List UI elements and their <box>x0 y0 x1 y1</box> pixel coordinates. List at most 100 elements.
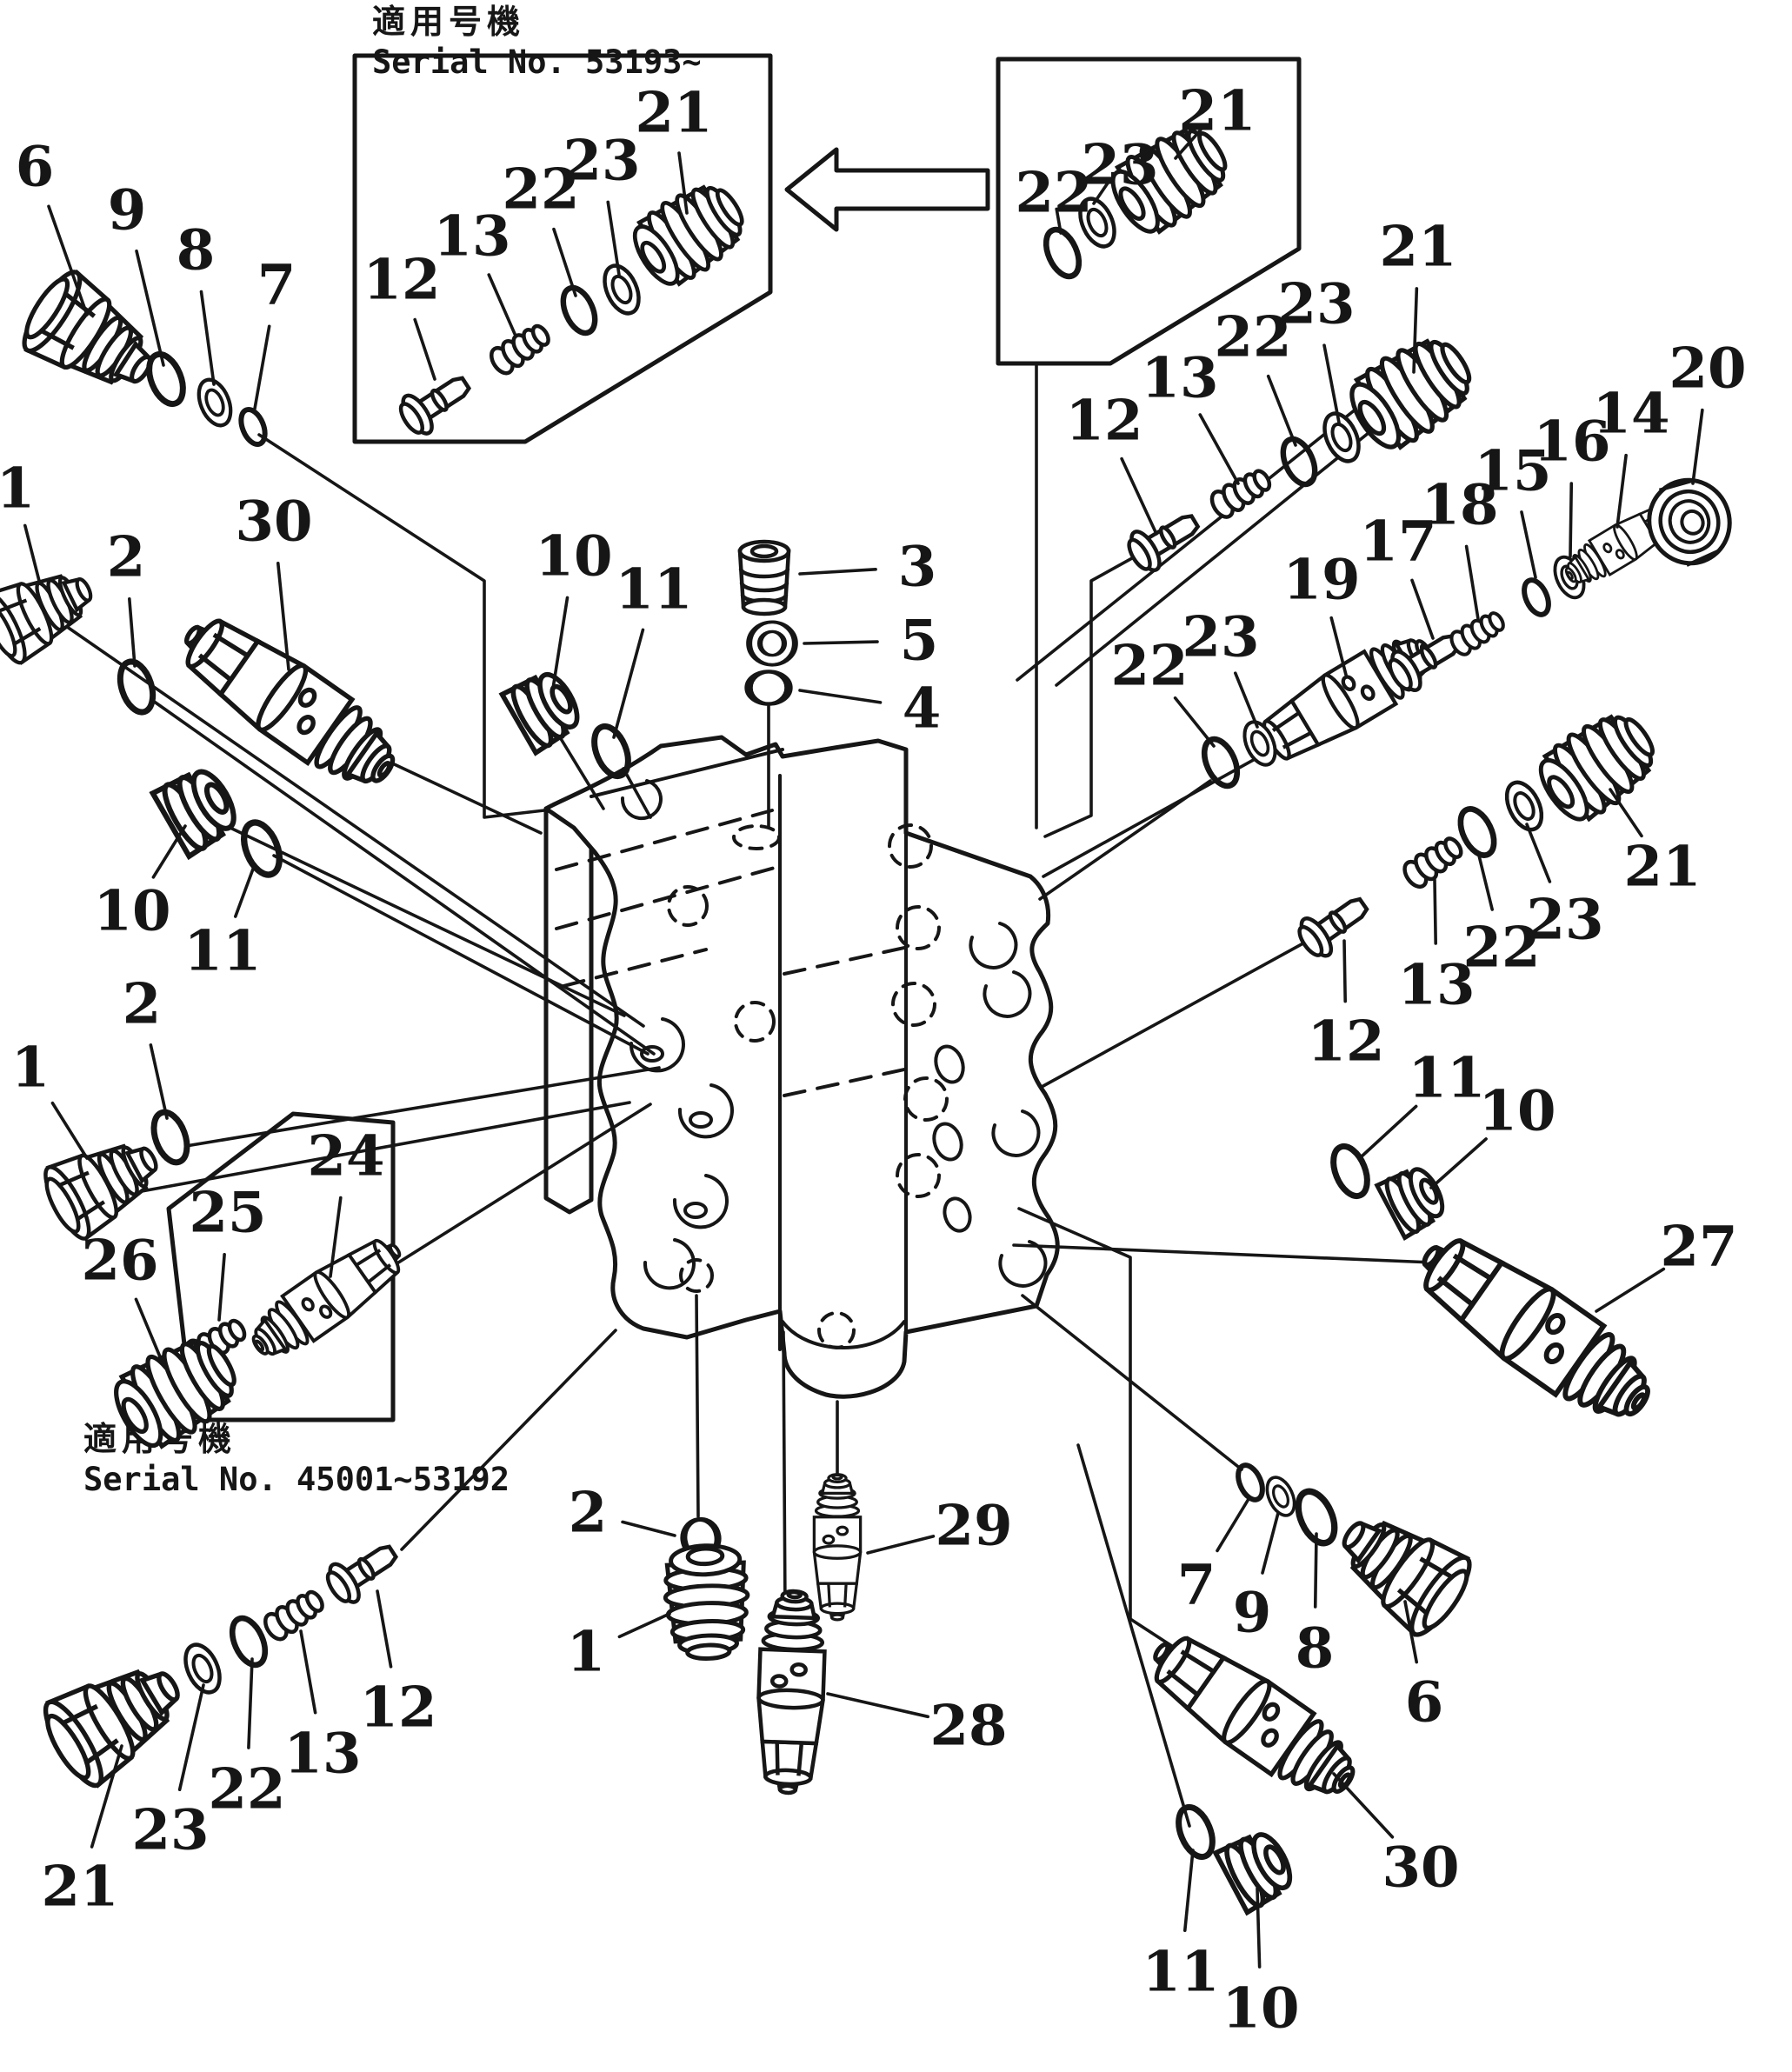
part-valve <box>812 1473 863 1622</box>
callout-leader <box>134 1297 165 1367</box>
part-plug-hex <box>35 1642 199 1794</box>
callout-leader <box>1525 823 1552 883</box>
valve-body <box>543 735 1060 1399</box>
callout-label: 9 <box>1233 1581 1272 1646</box>
callout-leader <box>1198 413 1240 485</box>
callout-leader <box>1476 850 1494 911</box>
assembly-leader-line <box>782 1330 787 1614</box>
callout-label: 2 <box>123 972 162 1037</box>
part-washer <box>598 261 646 319</box>
callout-label: 12 <box>363 248 440 313</box>
assembly-leader-line <box>622 767 652 819</box>
callout-leader <box>1615 453 1628 529</box>
part-valve <box>1137 1620 1369 1814</box>
callout-leader <box>617 1612 671 1639</box>
callout-leader <box>1609 788 1643 838</box>
callout-label: 21 <box>41 1855 118 1920</box>
callout-leader <box>47 204 89 316</box>
callout-label: 10 <box>1478 1079 1556 1144</box>
callout-leader <box>199 290 216 386</box>
assembly-leader-line <box>272 854 650 1056</box>
body-port-hooks-left <box>620 779 734 1290</box>
part-oring <box>115 657 159 716</box>
serial-note-new-jp: 適用号機 <box>372 3 525 41</box>
callout-leader <box>1412 287 1419 374</box>
assembly-lines-layer <box>59 363 1435 1828</box>
part-plug-hex <box>14 264 171 411</box>
inset-box-right <box>996 57 1302 366</box>
callout-label: 20 <box>1669 336 1746 402</box>
part-oring <box>1040 224 1086 281</box>
part-screw <box>1292 886 1376 963</box>
callout-label: 21 <box>1178 79 1256 144</box>
callout-leader <box>1569 482 1574 558</box>
part-oring <box>588 722 635 781</box>
part-oring-small <box>236 406 270 448</box>
callout-leader <box>1120 456 1158 536</box>
callout-label: 30 <box>1382 1835 1459 1901</box>
body-bottom-bulge <box>781 1320 906 1349</box>
assembly-leader-line <box>556 731 605 810</box>
assembly-leader-line <box>372 753 543 835</box>
callout-label: 15 <box>1474 439 1551 504</box>
assembly-leader-line <box>214 819 626 1017</box>
callout-leader <box>233 863 256 918</box>
callout-label: 23 <box>1277 272 1355 337</box>
assembly-leader-line <box>1021 1294 1243 1471</box>
body-ports-right <box>932 922 1048 1288</box>
callout-label: 14 <box>1592 382 1669 447</box>
callout-label: 8 <box>1296 1616 1335 1682</box>
callout-leader <box>1410 578 1435 640</box>
callout-label: 13 <box>1141 346 1218 411</box>
callout-label: 23 <box>1526 888 1603 953</box>
part-oring <box>1198 734 1244 790</box>
callout-leader <box>866 1535 936 1555</box>
callout-label: 22 <box>1110 634 1188 699</box>
assembly-leader-line <box>59 621 645 1028</box>
callout-leader <box>329 1196 343 1278</box>
callout-label: 1 <box>11 1036 50 1101</box>
callout-leader <box>1464 544 1480 621</box>
callout-leader <box>1322 343 1341 424</box>
callout-label: 2 <box>107 525 146 590</box>
assembly-leader-line <box>1043 548 1149 838</box>
callout-label: 22 <box>1214 305 1291 370</box>
part-washer <box>1260 1471 1302 1522</box>
callout-label: 12 <box>1307 1009 1384 1075</box>
assembly-leader-line <box>184 1066 661 1148</box>
callout-label: 4 <box>903 676 942 742</box>
callout-leader <box>149 1043 169 1120</box>
part-plug-small <box>153 762 244 856</box>
callout-label: 5 <box>900 609 939 674</box>
callout-leader <box>1520 510 1537 579</box>
callout-leader <box>1216 1497 1250 1553</box>
callout-label: 10 <box>535 524 612 590</box>
callout-label: 23 <box>1182 605 1259 670</box>
callout-label: 8 <box>177 218 216 283</box>
callout-leader <box>1429 1137 1488 1189</box>
body-column-edges <box>590 748 908 1351</box>
part-plug-grooved <box>663 1544 749 1660</box>
callout-leader <box>1055 207 1063 235</box>
callout-leader <box>1092 178 1111 205</box>
callout-label: 6 <box>1405 1670 1444 1736</box>
body-outline <box>543 735 1060 1399</box>
assembly-leader-line <box>151 699 656 1056</box>
callout-leader <box>253 324 271 410</box>
callout-leader <box>23 523 41 583</box>
part-valve <box>239 1224 415 1372</box>
part-plug-grooved <box>1529 700 1669 832</box>
callout-label: 30 <box>235 490 312 555</box>
part-valve <box>756 1590 827 1794</box>
part-spring <box>1208 465 1274 520</box>
serial-note-old-en: Serial No. 45001~53192 <box>83 1461 510 1498</box>
callout-label: 25 <box>189 1181 266 1246</box>
part-screw <box>321 1534 404 1609</box>
assembly-leader-line <box>130 1101 631 1195</box>
callout-leader <box>299 1629 317 1715</box>
callout-label: 11 <box>1142 1940 1219 2005</box>
assembly-leader-line <box>1016 407 1358 682</box>
callout-leader <box>247 1657 254 1749</box>
callout-label: 19 <box>1282 548 1360 613</box>
callout-label: 23 <box>563 129 640 194</box>
